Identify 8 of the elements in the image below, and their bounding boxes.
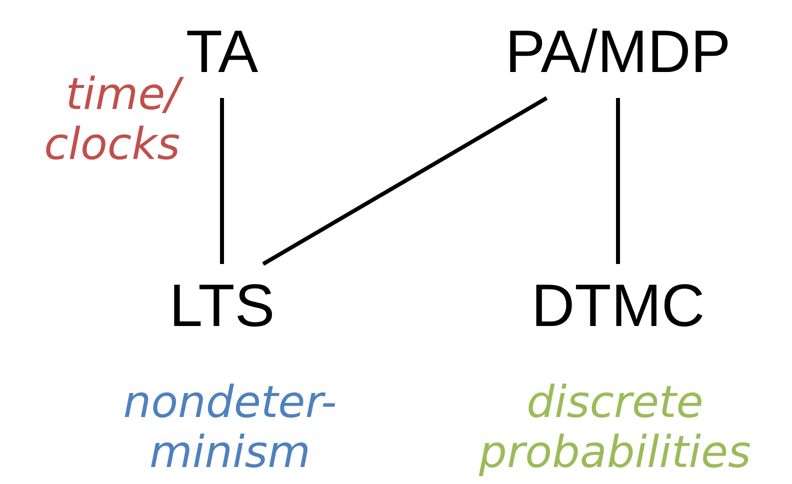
connector-line bbox=[616, 98, 620, 264]
model-label: LTS bbox=[163, 264, 281, 352]
feature-caption: nondeter- minism bbox=[122, 378, 338, 478]
feature-caption: discrete probabilities bbox=[478, 378, 752, 478]
model-label: PA/MDP bbox=[499, 10, 737, 98]
connector-line bbox=[262, 96, 548, 266]
connector-line bbox=[220, 98, 224, 264]
model-label: DTMC bbox=[525, 264, 711, 352]
